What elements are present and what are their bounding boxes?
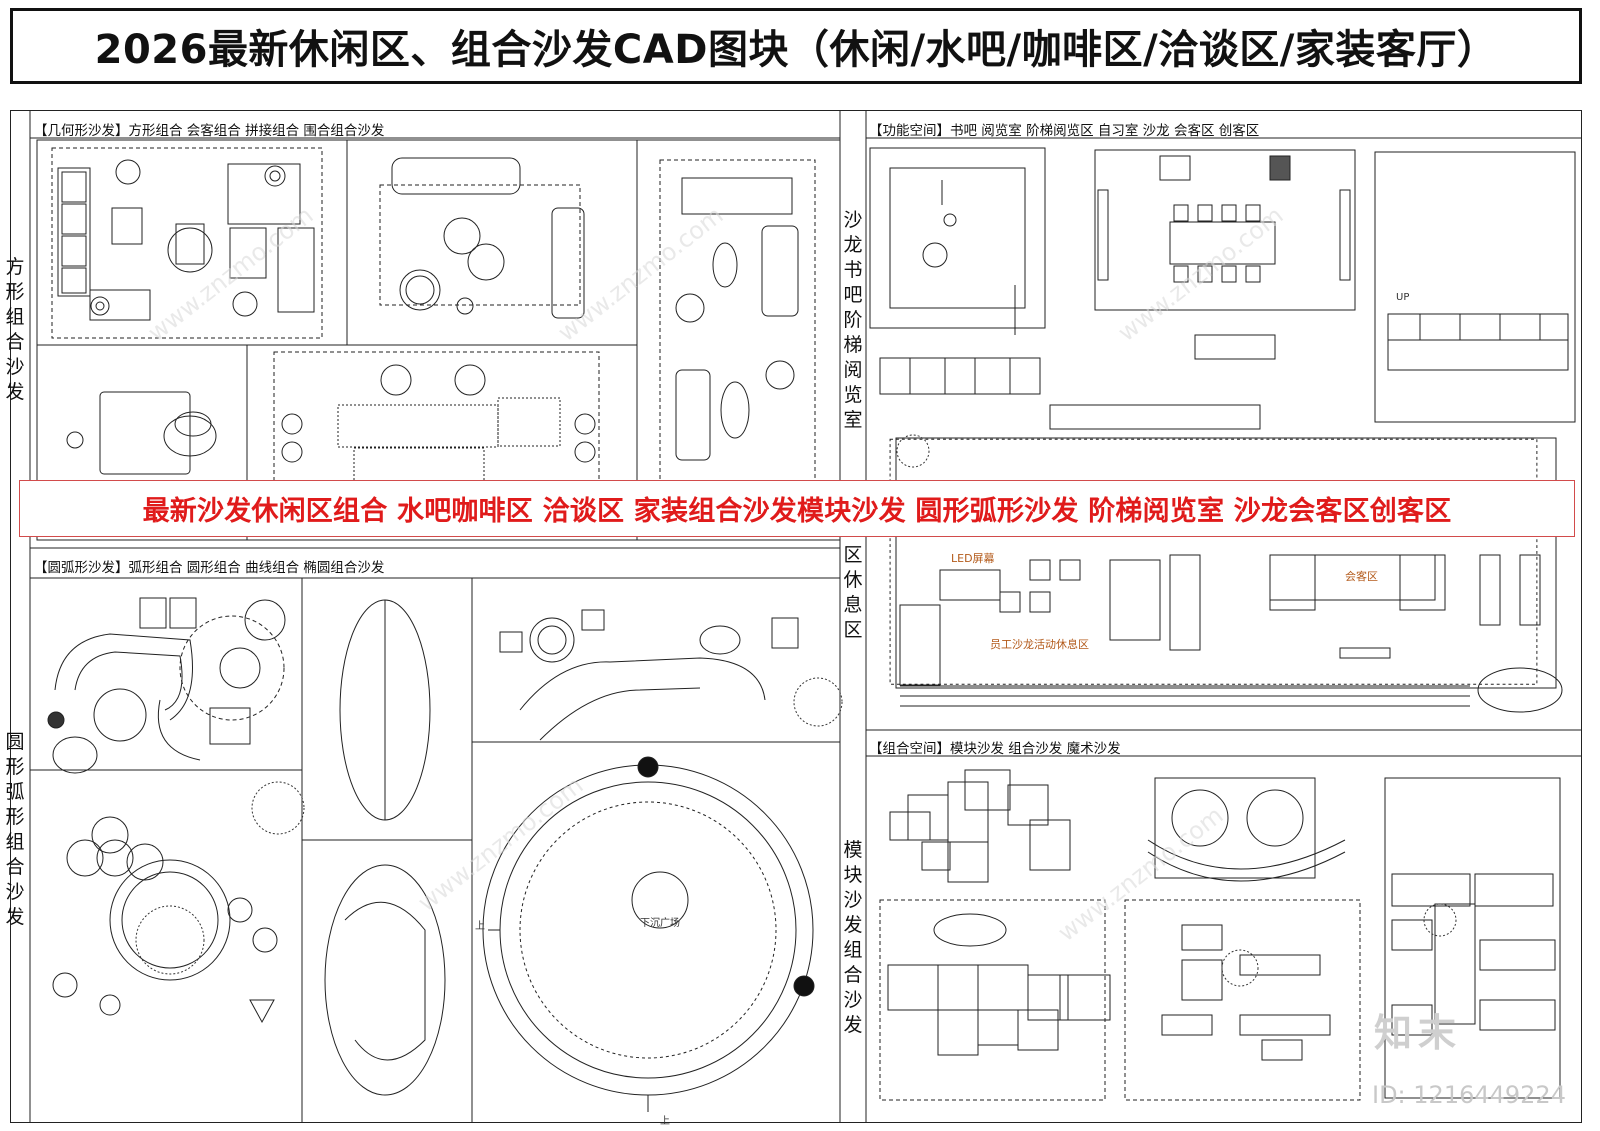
combination-panel-title: 【组合空间】模块沙发 组合沙发 魔术沙发 [869, 741, 1121, 757]
staff-lounge-note: 员工沙龙活动休息区 [990, 638, 1089, 651]
up-arrow-bottom-note: 上 [660, 1116, 670, 1127]
up-arrow-left-note: 上 [475, 921, 485, 932]
round-side-label: 圆形弧形组合沙发 [5, 731, 25, 928]
combination-space-panel-drawing [879, 769, 1561, 1101]
square-side-label: 方形组合沙发 [5, 256, 25, 403]
title-bar: 2026最新休闲区、组合沙发CAD图块（休闲/水吧/咖啡区/洽谈区/家装客厅） [10, 8, 1582, 84]
tree-symbols [135, 434, 1457, 987]
curved-sofa-panel-drawing [30, 578, 840, 1123]
brand-logo: 知末 [1374, 1011, 1463, 1055]
sunken-plaza-note: 下沉广场 [640, 918, 680, 929]
salon-side-label: 沙龙书吧阶梯阅览室 [843, 209, 863, 431]
stair-up-note: UP [1396, 292, 1410, 303]
geometric-panel-title: 【几何形沙发】方形组合 会客组合 拼接组合 围合组合沙发 [34, 123, 385, 139]
curved-panel-title: 【圆弧形沙发】弧形组合 圆形组合 曲线组合 椭圆组合沙发 [34, 560, 385, 576]
geometric-sofa-panel-drawing [36, 139, 841, 541]
banner-text: 最新沙发休闲区组合 水吧咖啡区 洽谈区 家装组合沙发模块沙发 圆形弧形沙发 阶梯… [142, 496, 1452, 527]
function-panel-title: 【功能空间】书吧 阅览室 阶梯阅览区 自习室 沙龙 会客区 创客区 [869, 123, 1260, 139]
led-screen-note: LED屏幕 [951, 552, 995, 565]
reception-note: 会客区 [1345, 570, 1378, 583]
rest-area-side-label: 区休息区 [843, 544, 863, 641]
drawing-frame [10, 110, 1582, 1123]
module-side-label: 模块沙发组合沙发 [843, 839, 863, 1036]
image-id: ID: 1216449224 [1372, 1081, 1566, 1109]
function-space-panel-drawing [869, 147, 1576, 713]
keyword-banner: 最新沙发休闲区组合 水吧咖啡区 洽谈区 家装组合沙发模块沙发 圆形弧形沙发 阶梯… [19, 480, 1575, 537]
page-title: 2026最新休闲区、组合沙发CAD图块（休闲/水吧/咖啡区/洽谈区/家装客厅） [94, 27, 1498, 73]
